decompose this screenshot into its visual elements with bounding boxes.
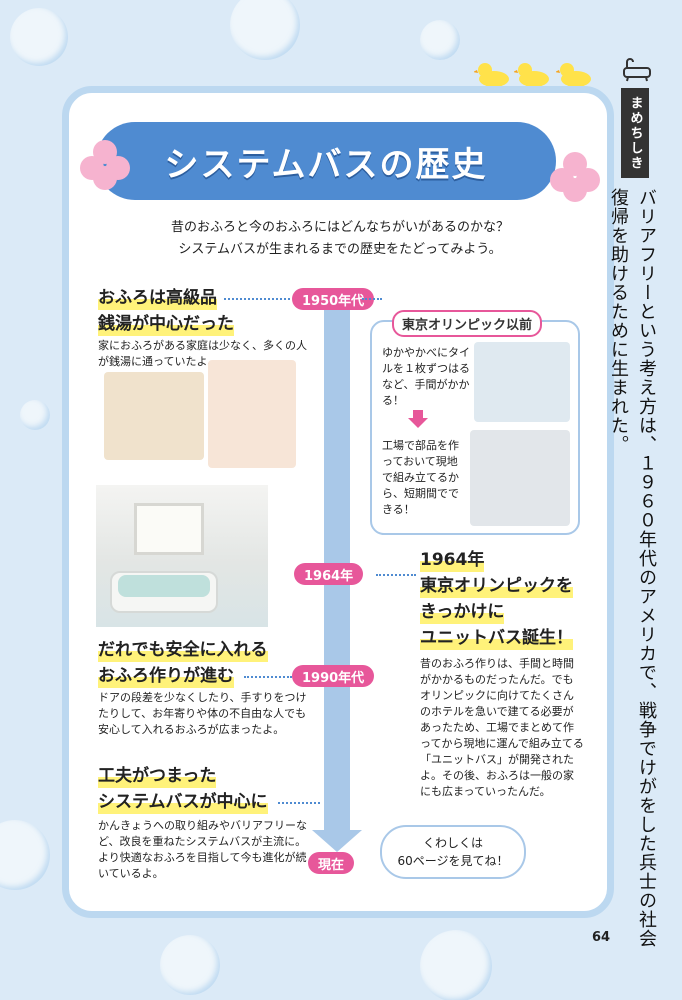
era-1950: 1950年代 — [292, 288, 375, 310]
unit-bath-illustration — [470, 430, 570, 526]
section-1990-heading-2: おふろ作りが進む — [98, 664, 234, 688]
tokyo-box-label: 東京オリンピック以前 — [392, 310, 543, 337]
timeline-axis — [324, 290, 350, 835]
flower-decoration-icon — [550, 152, 600, 202]
sento-illustration — [104, 372, 204, 460]
page-number: 64 — [592, 930, 611, 945]
trivia-label: まめちしき — [621, 88, 649, 178]
leader-line — [362, 298, 382, 300]
bubble-decoration — [20, 400, 50, 430]
speech-line-2: 60ページを見てね！ — [397, 854, 509, 868]
duck-icon — [514, 63, 549, 87]
section-now-heading-2: システムバスが中心に — [98, 790, 268, 814]
section-1950-body: 家におふろがある家庭は少なく、多くの人が銭湯に通っていたよ。 — [98, 339, 307, 368]
trivia-text: バリアフリーという考え方は、１９６０年代のアメリカで、戦争でけがをした兵士の社会… — [608, 188, 657, 948]
bubble-decoration — [420, 930, 492, 1000]
intro-line-1: 昔のおふろと今のおふろにはどんなちがいがあるのかな？ — [170, 220, 509, 235]
duck-icon — [556, 63, 591, 87]
leader-line — [376, 574, 416, 576]
section-1964-heading-2: 東京オリンピックを — [420, 574, 573, 598]
era-1964: 1964年 — [294, 563, 364, 585]
bubble-decoration — [0, 820, 50, 890]
section-1964-heading-1: 1964年 — [420, 548, 485, 572]
section-1990-heading-1: だれでも安全に入れる — [98, 638, 268, 662]
duck-icon — [474, 63, 509, 87]
tile-worker-illustration — [474, 342, 570, 422]
section-1950-heading-2: 銭湯が中心だった — [98, 312, 234, 336]
section-1964-heading-4: ユニットバス誕生！ — [420, 626, 573, 650]
bubble-decoration — [420, 20, 460, 60]
leader-line — [244, 676, 292, 678]
people-illustration — [208, 360, 296, 468]
era-now: 現在 — [308, 852, 355, 874]
bubble-decoration — [10, 8, 68, 66]
page-title: システムバスの歴史 — [164, 144, 488, 185]
bathtub-icon — [623, 58, 651, 82]
bubble-decoration — [230, 0, 300, 60]
section-1990-body: ドアの段差を少なくしたり、手すりをつけたりして、お年寄りや体の不自由な人でも安心… — [98, 691, 307, 736]
tokyo-box-text-1: ゆかやかべにタイルを１枚ずつはるなど、手間がかかる！ — [382, 346, 470, 407]
speech-bubble: くわしくは 60ページを見てね！ — [380, 825, 526, 879]
intro-line-2: システムバスが生まれるまでの歴史をたどってみよう。 — [178, 242, 502, 257]
section-now-body: かんきょうへの取り組みやバリアフリーなど、改良を重ねたシステムバスが主流に。より… — [98, 819, 307, 880]
section-1964-heading-3: きっかけに — [420, 600, 505, 624]
leader-line — [224, 298, 290, 300]
bubble-decoration — [160, 935, 220, 995]
section-1950-heading-1: おふろは高級品 — [98, 286, 217, 310]
era-1990: 1990年代 — [292, 665, 375, 687]
speech-line-1: くわしくは — [422, 836, 483, 850]
arrow-down-icon — [408, 410, 428, 428]
timeline-arrow — [312, 830, 362, 852]
title-banner: システムバスの歴史 — [96, 122, 556, 200]
tokyo-box-text-2: 工場で部品を作っておいて現地で組み立てるから、短期間でできる！ — [382, 439, 459, 516]
bathroom-photo — [96, 485, 268, 627]
section-1964-body: 昔のおふろ作りは、手間と時間がかかるものだったんだ。でもオリンピックに向けてたく… — [420, 657, 584, 798]
flower-decoration-icon — [80, 140, 130, 190]
leader-line — [278, 802, 320, 804]
section-now-heading-1: 工夫がつまった — [98, 764, 217, 788]
